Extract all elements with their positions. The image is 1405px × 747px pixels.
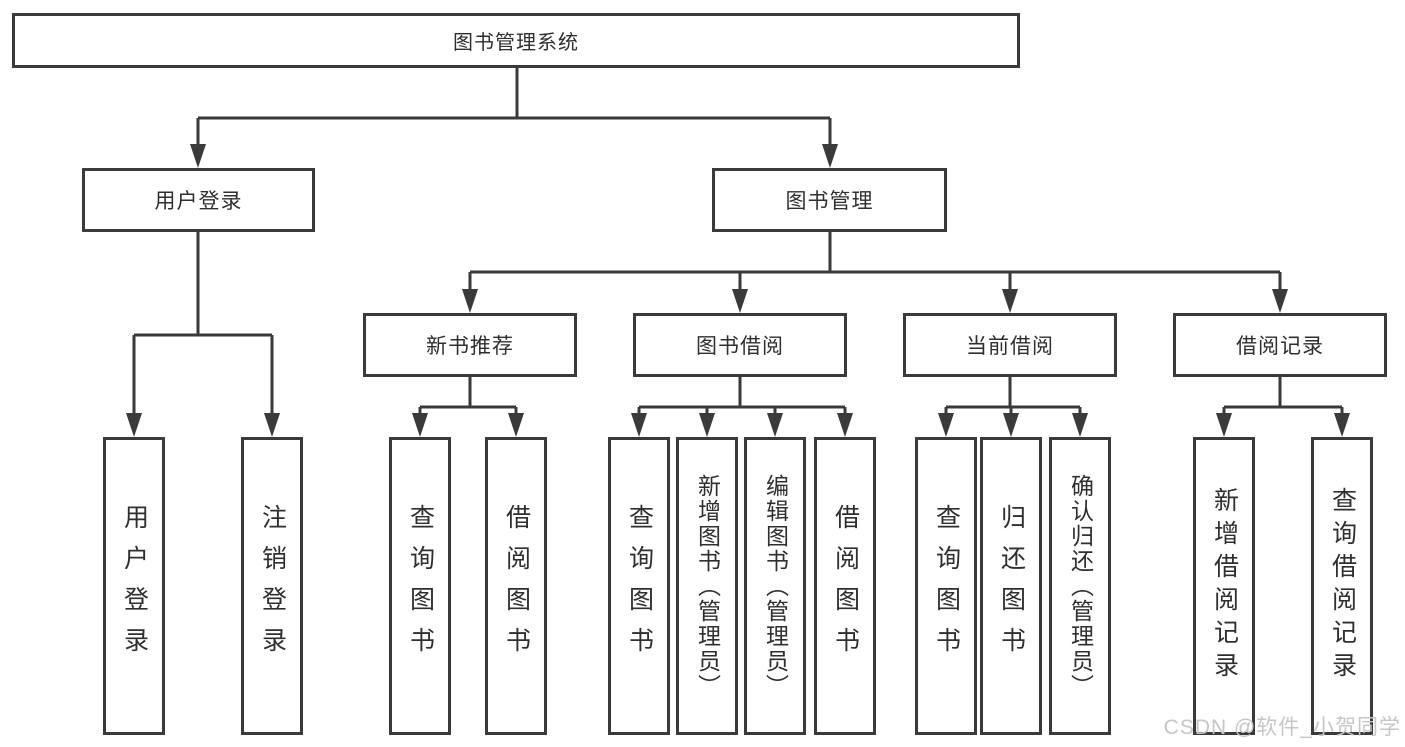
- node-user-login: 用户登录: [82, 168, 315, 232]
- leaf-user-login-label: 用户登录: [120, 504, 149, 668]
- leaf-borrow-books-label: 借阅图书: [831, 504, 860, 668]
- leaf-query-books-current-label: 查询图书: [932, 504, 961, 668]
- leaf-query-books-borrow-label: 查询图书: [625, 504, 654, 668]
- leaf-edit-book-admin: 编辑图书（管理员）: [744, 437, 806, 735]
- leaf-confirm-return-admin-label: 确认归还（管理员）: [1067, 473, 1094, 699]
- leaf-return-book: 归还图书: [980, 437, 1042, 735]
- leaf-query-books-recommend-label: 查询图书: [406, 504, 435, 668]
- leaf-return-book-label: 归还图书: [997, 504, 1026, 668]
- leaf-user-login: 用户登录: [103, 437, 165, 735]
- node-borrow-records: 借阅记录: [1173, 313, 1387, 377]
- node-book-borrow-label: 图书借阅: [696, 335, 784, 358]
- leaf-add-borrow-record: 新增借阅记录: [1193, 437, 1255, 735]
- node-book-borrow: 图书借阅: [633, 313, 847, 377]
- leaf-borrow-books-recommend-label: 借阅图书: [502, 504, 531, 668]
- node-root: 图书管理系统: [12, 13, 1020, 68]
- leaf-edit-book-admin-label: 编辑图书（管理员）: [762, 473, 789, 699]
- leaf-query-borrow-record: 查询借阅记录: [1311, 437, 1373, 735]
- leaf-query-books-recommend: 查询图书: [389, 437, 451, 735]
- leaf-add-borrow-record-label: 新增借阅记录: [1210, 487, 1239, 685]
- leaf-borrow-books-recommend: 借阅图书: [485, 437, 547, 735]
- node-borrow-records-label: 借阅记录: [1236, 335, 1324, 358]
- leaf-add-book-admin-label: 新增图书（管理员）: [694, 473, 721, 699]
- node-new-book-recommend-label: 新书推荐: [426, 335, 514, 358]
- leaf-query-borrow-record-label: 查询借阅记录: [1328, 487, 1357, 685]
- node-book-management-label: 图书管理: [785, 190, 874, 213]
- node-current-borrow-label: 当前借阅: [966, 335, 1054, 358]
- node-new-book-recommend: 新书推荐: [363, 313, 577, 377]
- node-current-borrow: 当前借阅: [903, 313, 1117, 377]
- leaf-query-books-current: 查询图书: [915, 437, 977, 735]
- leaf-borrow-books: 借阅图书: [814, 437, 876, 735]
- arrowheads: [126, 144, 1350, 437]
- node-book-management: 图书管理: [712, 168, 947, 232]
- leaf-confirm-return-admin: 确认归还（管理员）: [1049, 437, 1111, 735]
- leaf-query-books-borrow: 查询图书: [608, 437, 670, 735]
- csdn-watermark: CSDN @软件_小贺同学: [1163, 716, 1401, 739]
- leaf-logout: 注销登录: [241, 437, 303, 735]
- leaf-add-book-admin: 新增图书（管理员）: [676, 437, 738, 735]
- leaf-logout-label: 注销登录: [258, 504, 287, 668]
- node-user-login-label: 用户登录: [154, 190, 243, 213]
- node-root-label: 图书管理系统: [453, 32, 579, 54]
